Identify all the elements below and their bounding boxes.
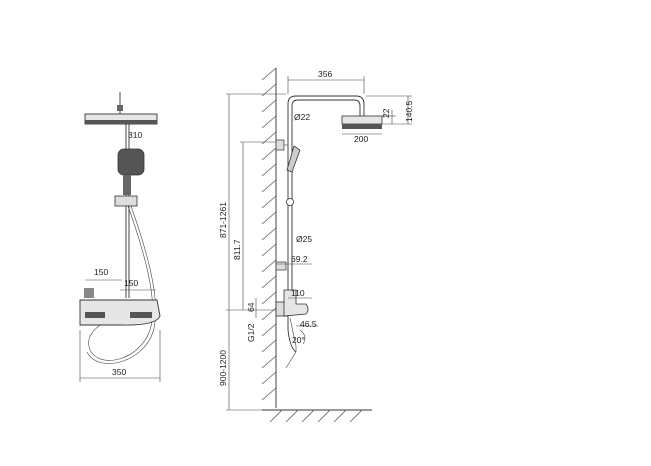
slide-holder — [114, 195, 138, 207]
side-view: 871-1261 811.7 900-1200 64 G1/2 356 Ø22 … — [218, 67, 414, 423]
dim-angle-arc — [299, 329, 306, 345]
thermostatic-shelf — [79, 299, 161, 326]
dim-head-height: 140.5 — [404, 100, 414, 122]
dim-pipe-lower-dia: Ø25 — [296, 234, 312, 244]
dim-spout-reach: 46.5 — [300, 319, 317, 329]
dim-overall-width: 350 — [112, 367, 126, 377]
dim-spout-height: 110 — [291, 288, 305, 298]
dim-shelf-offset-b: 150 — [124, 278, 138, 288]
wall-hatch — [261, 67, 277, 401]
riser-and-arm-inner — [291, 99, 361, 300]
dim-riser-length: 811.7 — [232, 239, 242, 260]
dim-inlet-thread: G1/2 — [246, 323, 256, 342]
floor-hatch — [269, 409, 363, 423]
mixer-handle-right — [130, 312, 152, 318]
lower-wall-bracket — [275, 261, 287, 271]
mixer-handle-left — [85, 312, 105, 318]
hand-shower-handle — [123, 175, 131, 195]
dim-pipe-upper-dia: Ø22 — [294, 112, 310, 122]
dim-head-thickness: 22 — [381, 108, 391, 118]
rain-shower-face — [85, 120, 157, 124]
riser-and-arm — [287, 95, 365, 300]
dim-bracket-offset: 69.2 — [291, 254, 308, 264]
side-hand-shower — [286, 145, 301, 173]
shower-hose-edge — [86, 205, 156, 364]
side-shelf — [283, 289, 309, 317]
dim-shelf-offset-a: 150 — [94, 267, 108, 277]
dim-arm-reach: 356 — [318, 69, 332, 79]
hand-shower-head — [117, 148, 145, 176]
dim-head-width: 310 — [128, 130, 142, 140]
dim-head-diameter: 200 — [354, 134, 368, 144]
upper-wall-bracket — [275, 139, 285, 151]
top-joint — [117, 105, 123, 111]
dim-install-height: 900-1200 — [218, 350, 228, 386]
side-rain-face — [342, 124, 382, 129]
diverter-knob — [84, 288, 94, 298]
front-view: 310 150 150 350 — [79, 92, 161, 382]
side-spout — [287, 316, 297, 353]
shower-hose — [88, 205, 153, 361]
side-rain-head — [341, 115, 383, 125]
dim-spout-angle: 20° — [292, 335, 305, 345]
dim-mixer-offset: 64 — [246, 302, 256, 312]
spout-flow — [285, 317, 297, 369]
side-slide-holder — [286, 198, 294, 206]
dim-height-adjust: 871-1261 — [218, 202, 228, 238]
